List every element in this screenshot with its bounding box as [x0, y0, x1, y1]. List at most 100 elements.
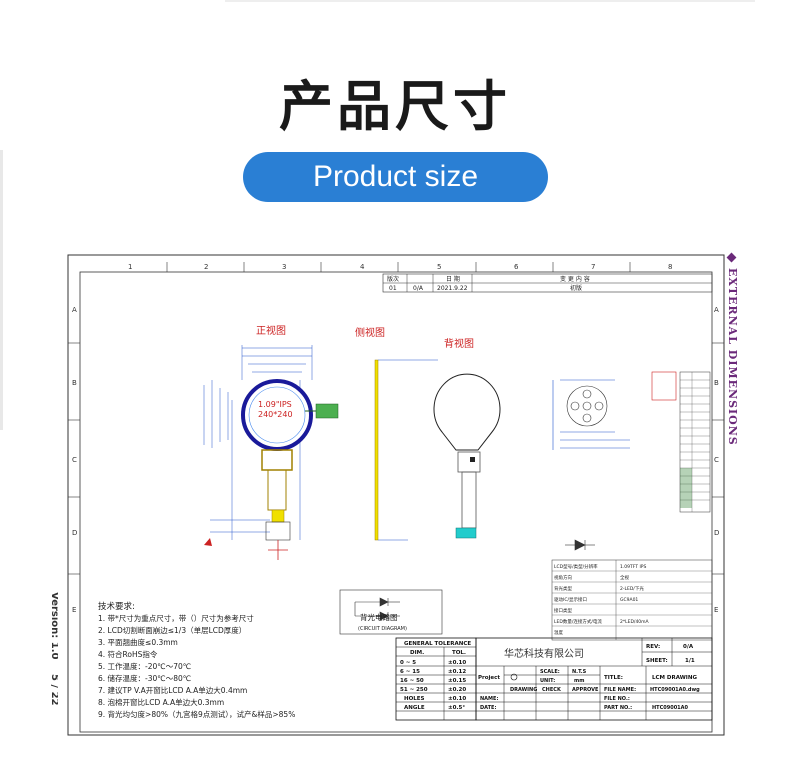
col-label: 7 — [591, 263, 595, 271]
col-label: 3 — [282, 263, 286, 271]
page-number-text: 5 / 22 — [49, 674, 58, 706]
tolerance-dim: HOLES — [404, 696, 425, 702]
tech-req-item: 3. 平面翘曲度≤0.3mm — [98, 637, 178, 647]
spec-label: LCD型号/类型/分辨率 — [554, 563, 598, 570]
tech-req-title: 技术要求: — [98, 601, 135, 612]
spec-label: 视角方向 — [554, 574, 572, 581]
projection-symbol-icon — [510, 673, 518, 681]
spec-value: 2*LED/40mA — [620, 619, 650, 625]
top-divider — [225, 0, 755, 2]
rev-value: 0/A — [683, 644, 694, 650]
tech-req-item: 6. 储存温度：-30℃～80℃ — [98, 673, 191, 683]
circuit-label-cn: 背光电路图 — [360, 612, 398, 622]
tolerance-tol: ±0.5° — [448, 705, 465, 711]
scale-value: N.T.S — [572, 669, 587, 675]
tolerance-tol: ±0.20 — [448, 687, 466, 693]
tolerance-header: TOL. — [452, 650, 466, 656]
unit-label: UNIT: — [540, 678, 555, 684]
tolerance-header: DIM. — [410, 650, 424, 656]
page-number-label: 5 / 22 — [49, 674, 58, 706]
rev-header: 变 更 内 容 — [560, 275, 590, 283]
left-edge-shadow — [0, 150, 3, 430]
file-name-value: HTC09001A0.dwg — [650, 687, 700, 693]
front-view-label: 正视图 — [256, 324, 286, 337]
name-label: NAME: — [480, 696, 498, 702]
revision-table: 版次 日 期 变 更 内 容 01 0/A 2021.9.22 初版 — [382, 273, 713, 293]
approve-label: APPROVE — [572, 687, 599, 693]
external-dimensions-label: EXTERNAL DIMENSIONS — [726, 268, 739, 446]
tolerance-dim: 16 ~ 50 — [400, 678, 424, 684]
subtitle-badge: Product size — [243, 152, 548, 202]
row-label: C — [714, 456, 719, 464]
tech-req-item: 8. 泡棉开窗比LCD A.A单边大0.3mm — [98, 697, 224, 707]
title-block: 华芯科技有限公司 REV: 0/A SHEET: 1/1 Project SCA… — [475, 637, 713, 721]
external-dimensions-text: EXTERNAL DIMENSIONS — [726, 268, 739, 446]
backlight-circuit: 背光电路图 (CIRCUIT DIAGRAM) — [339, 589, 443, 635]
back-view-label: 背视图 — [444, 337, 474, 350]
row-label: B — [714, 379, 719, 387]
tech-req-item: 9. 背光均匀度>80%（九宫格9点测试），试产&样品>85% — [98, 709, 295, 719]
rev-cell: 0/A — [413, 285, 424, 292]
col-label: 2 — [204, 263, 208, 271]
spec-label: LED数量/连接方式/电流 — [554, 618, 602, 625]
tolerance-dim: ANGLE — [404, 705, 425, 711]
version-text: Version: 1.0 — [49, 592, 58, 660]
col-label: 6 — [514, 263, 519, 271]
led-icon — [565, 539, 595, 551]
part-no-label: PART NO.: — [604, 705, 632, 711]
tech-req-item: 5. 工作温度：-20℃～70℃ — [98, 661, 191, 671]
col-label: 4 — [360, 263, 365, 271]
file-no-label: FILE NO.: — [604, 696, 630, 702]
tolerance-tol: ±0.10 — [448, 696, 466, 702]
spec-label: 驱动IC/显示接口 — [554, 596, 587, 603]
tech-req-item: 7. 建议TP V.A开窗比LCD A.A单边大0.4mm — [98, 685, 247, 695]
tolerance-tol: ±0.15 — [448, 678, 466, 684]
side-view — [374, 359, 438, 541]
spec-label: 接口类型 — [554, 607, 572, 614]
project-label: Project — [478, 675, 500, 681]
row-label: C — [72, 456, 77, 464]
tolerance-tol: ±0.10 — [448, 660, 466, 666]
row-label: A — [72, 306, 77, 314]
back-view — [433, 373, 501, 539]
pin-table — [651, 371, 711, 513]
tolerance-dim: 0 ~ 5 — [400, 660, 416, 666]
spec-value: 1.09TFT IPS — [620, 564, 646, 570]
tolerance-dim: 6 ~ 15 — [400, 669, 420, 675]
spec-value: GC9A01 — [620, 597, 638, 603]
screen-text-size: 1.09"IPS — [258, 400, 292, 409]
row-label: D — [714, 529, 719, 537]
spec-value: 全视 — [620, 574, 629, 581]
row-label: D — [72, 529, 77, 537]
connector-detail — [552, 379, 630, 450]
col-label: 1 — [128, 263, 132, 271]
rev-header: 日 期 — [446, 275, 460, 283]
side-view-label: 侧视图 — [355, 326, 385, 339]
unit-value: mm — [574, 678, 584, 684]
row-label: E — [714, 606, 718, 614]
tolerance-tol: ±0.12 — [448, 669, 466, 675]
spec-table: LCD型号/类型/分辨率 1.09TFT IPS 视角方向 全视 背光类型 2-… — [551, 559, 713, 641]
rev-label: REV: — [646, 644, 660, 650]
page-title: 产品尺寸 — [279, 75, 511, 138]
screen-text-res: 240*240 — [258, 410, 293, 419]
rev-header: 版次 — [387, 275, 399, 283]
spec-label: 温度 — [554, 629, 563, 636]
version-label: Version: 1.0 — [49, 592, 58, 660]
row-label: E — [72, 606, 76, 614]
col-label: 8 — [668, 263, 672, 271]
sheet-label: SHEET: — [646, 658, 668, 664]
drawing-label: DRAWING — [510, 687, 537, 693]
drawing-inner-frame — [79, 271, 713, 733]
date-label: DATE: — [480, 705, 496, 711]
file-name-label: FILE NAME: — [604, 687, 636, 693]
spec-value: 2-LED/下光 — [620, 585, 644, 592]
tech-req-item: 4. 符合RoHS指令 — [98, 649, 158, 659]
technical-requirements: 技术要求: 1. 带*尺寸为重点尺寸，带（）尺寸为参考尺寸 2. LCD切割断面… — [98, 601, 295, 719]
title-label: TITLE: — [604, 675, 623, 681]
column-labels: 1 2 3 4 5 6 7 8 — [128, 263, 672, 271]
check-label: CHECK — [542, 687, 562, 693]
row-label: B — [72, 379, 77, 387]
sheet-value: 1/1 — [685, 658, 695, 664]
